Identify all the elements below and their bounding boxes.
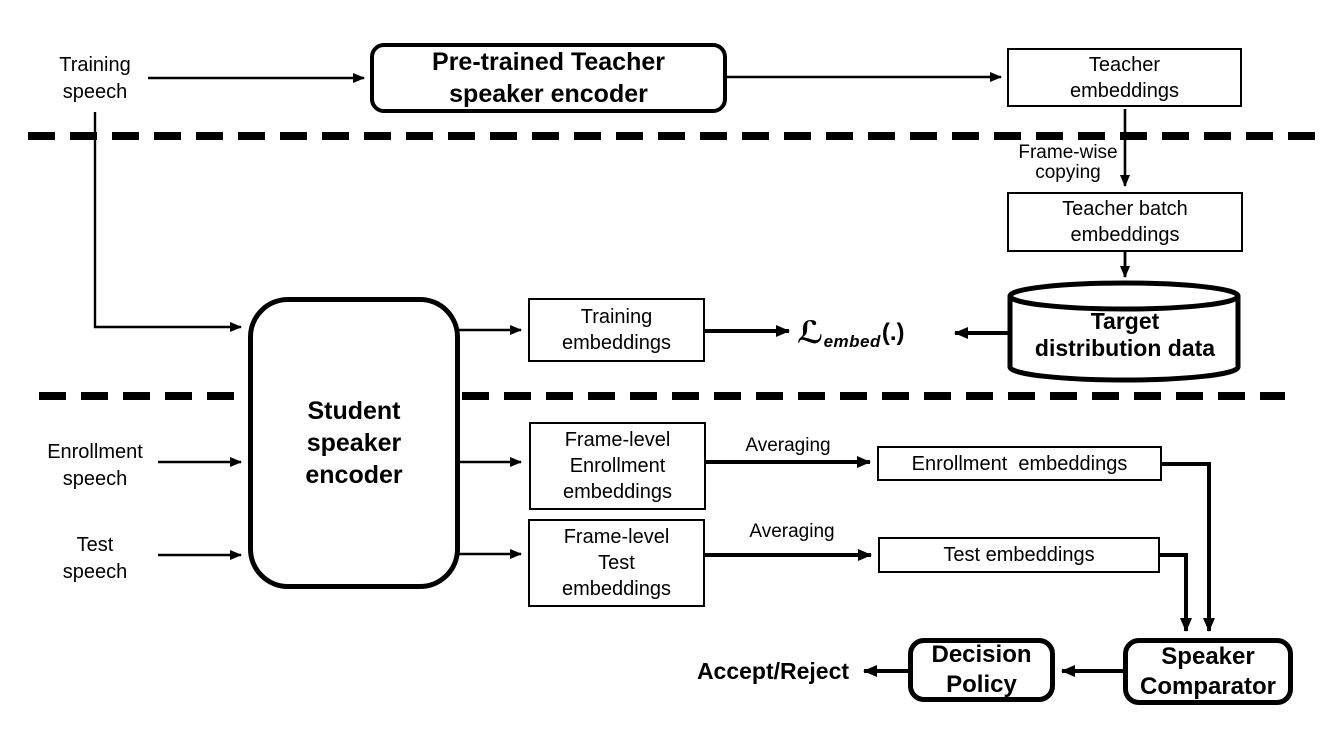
student-encoder-box: Student speaker encoder	[248, 297, 460, 589]
frame-wise-copying-label: Frame-wise copying	[1018, 142, 1118, 183]
test-speech-label: Test speech	[62, 534, 128, 583]
averaging-test-label: Averaging	[749, 521, 835, 542]
frame-level-test-box: Frame-level Test embeddings	[528, 519, 705, 607]
enrollment-speech-label: Enrollment speech	[47, 441, 143, 490]
arrow-training-speech-to-student	[93, 112, 242, 332]
teacher-embeddings-box: Teacher embeddings	[1007, 48, 1242, 107]
training-speech-label: Training speech	[59, 54, 131, 103]
arrow-enrollment-embeddings-to-comparator	[1160, 462, 1215, 632]
test-embeddings-box: Test embeddings	[878, 537, 1160, 573]
averaging-enrollment-label: Averaging	[745, 435, 831, 456]
loss-script-l: ℒ	[797, 314, 824, 351]
arrow-test-embeddings-to-comparator	[1158, 553, 1192, 632]
loss-args: (.)	[881, 319, 905, 346]
target-distribution-cylinder	[1007, 280, 1241, 383]
target-distribution-label: Target distribution data	[1034, 308, 1216, 361]
accept-reject-label: Accept/Reject	[696, 658, 850, 684]
teacher-encoder-box: Pre-trained Teacher speaker encoder	[370, 43, 727, 113]
enrollment-embeddings-box: Enrollment embeddings	[877, 446, 1162, 481]
frame-level-enrollment-box: Frame-level Enrollment embeddings	[529, 422, 706, 510]
decision-policy-box: Decision Policy	[908, 638, 1055, 702]
teacher-batch-embeddings-box: Teacher batch embeddings	[1007, 192, 1243, 252]
speaker-comparator-box: Speaker Comparator	[1123, 638, 1293, 705]
loss-subscript: embed	[823, 331, 881, 351]
training-embeddings-box: Training embeddings	[528, 298, 705, 362]
